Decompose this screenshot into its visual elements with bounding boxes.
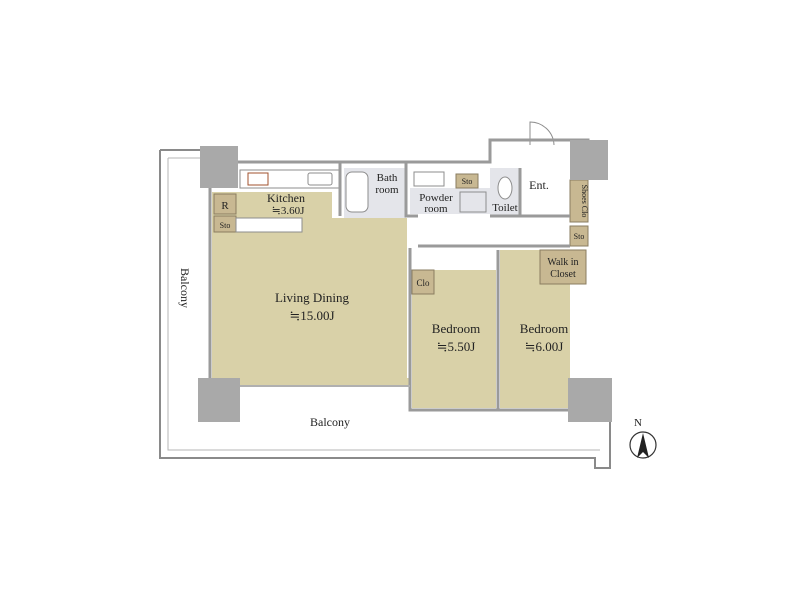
fridge-space <box>213 193 237 215</box>
kitchen-sink <box>307 172 333 186</box>
sto-kitchen-label: Sto <box>220 221 231 230</box>
shoes-label: Shoes Clo <box>580 185 589 218</box>
walkin-box <box>539 249 587 285</box>
balcony-west-label: Balcony <box>178 268 192 308</box>
kitchen-name: Kitchen <box>267 191 305 205</box>
north-compass: N <box>629 417 657 459</box>
clo-label: Clo <box>416 278 430 288</box>
bedroom2-name: Bedroom <box>520 321 568 336</box>
powder-label-1: Powder <box>419 192 453 204</box>
toilet-bowl <box>497 176 513 200</box>
kitchen-size: ≒3.60J <box>272 205 305 217</box>
kitchen-island <box>235 217 303 233</box>
living-dining-floor <box>212 218 407 386</box>
entrance-label: Ent. <box>529 178 549 192</box>
compass-label: N <box>634 417 642 429</box>
walkin-label-1: Walk in <box>547 257 578 268</box>
bath-label-1: Bath <box>377 172 398 184</box>
bedroom2-upper-floor <box>500 250 540 280</box>
bedroom1-name: Bedroom <box>432 321 480 336</box>
bedroom2-floor <box>500 278 570 408</box>
bath-label-2: room <box>375 184 399 196</box>
sto-hall-label: Sto <box>574 232 585 241</box>
toilet-label: Toilet <box>492 202 518 214</box>
bathtub <box>345 171 369 213</box>
living-lower-floor <box>240 378 410 386</box>
walkin-label-2: Closet <box>550 269 576 280</box>
pillar-ne <box>570 140 608 180</box>
pillar-se <box>568 378 612 422</box>
sto-hall-box <box>569 225 589 247</box>
walls <box>208 138 590 412</box>
sto-powder-label: Sto <box>462 177 473 186</box>
clo-box <box>411 269 435 295</box>
compass-needle-icon <box>637 433 649 458</box>
washer-space <box>459 191 487 213</box>
entrance-door <box>529 121 555 146</box>
balcony-inner-line <box>167 157 600 451</box>
balcony-south-label: Balcony <box>310 415 350 429</box>
sto-powder-box <box>455 173 479 189</box>
pillar-sw <box>198 378 240 422</box>
fridge-label: R <box>221 200 229 212</box>
bedroom1-size: ≒5.50J <box>437 339 476 354</box>
bedroom2-size: ≒6.00J <box>525 339 564 354</box>
living-size: ≒15.00J <box>289 308 334 323</box>
kitchen-stove <box>247 172 269 186</box>
powder-label-2: room <box>424 203 448 215</box>
living-name: Living Dining <box>275 290 350 305</box>
powder-sink <box>413 171 445 187</box>
pillar-nw <box>200 146 238 188</box>
